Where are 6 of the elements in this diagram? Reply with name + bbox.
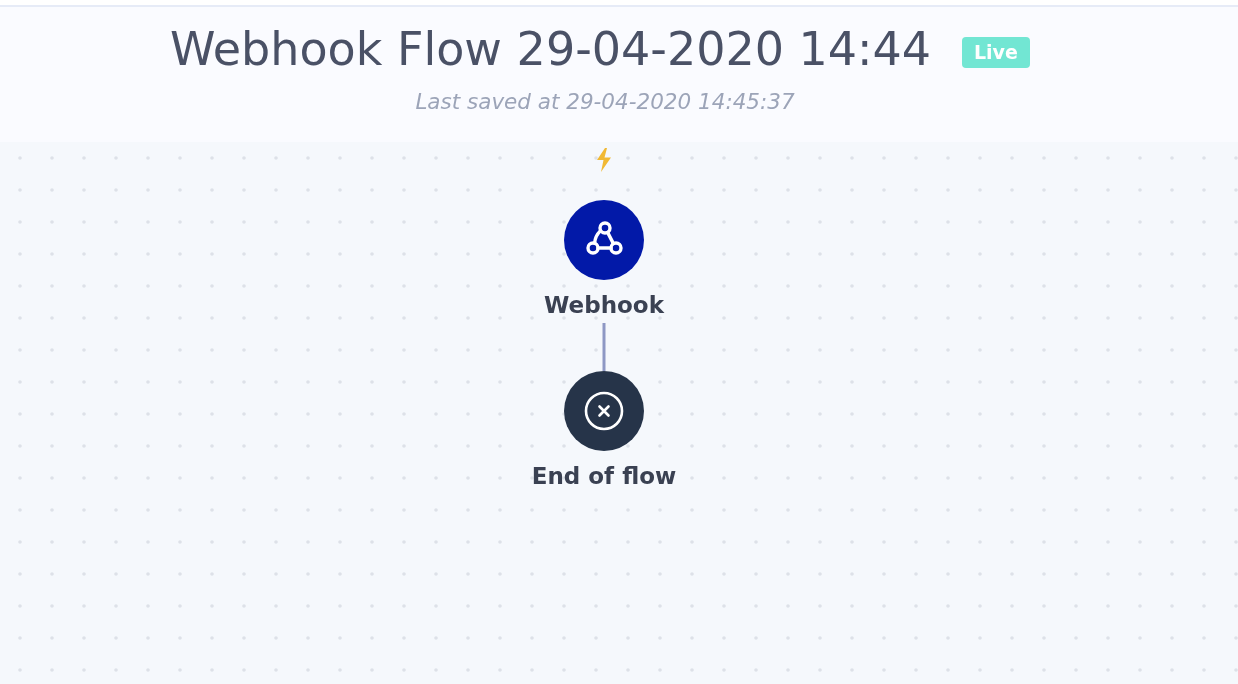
flow-title: Webhook Flow 29-04-2020 14:44 [170, 21, 932, 77]
node-label: End of flow [531, 462, 677, 490]
last-saved-text: Last saved at 29-04-2020 14:45:37 [414, 89, 796, 115]
status-badge: Live [962, 37, 1030, 68]
node-label: Webhook [544, 291, 664, 319]
connector-line [602, 323, 606, 371]
